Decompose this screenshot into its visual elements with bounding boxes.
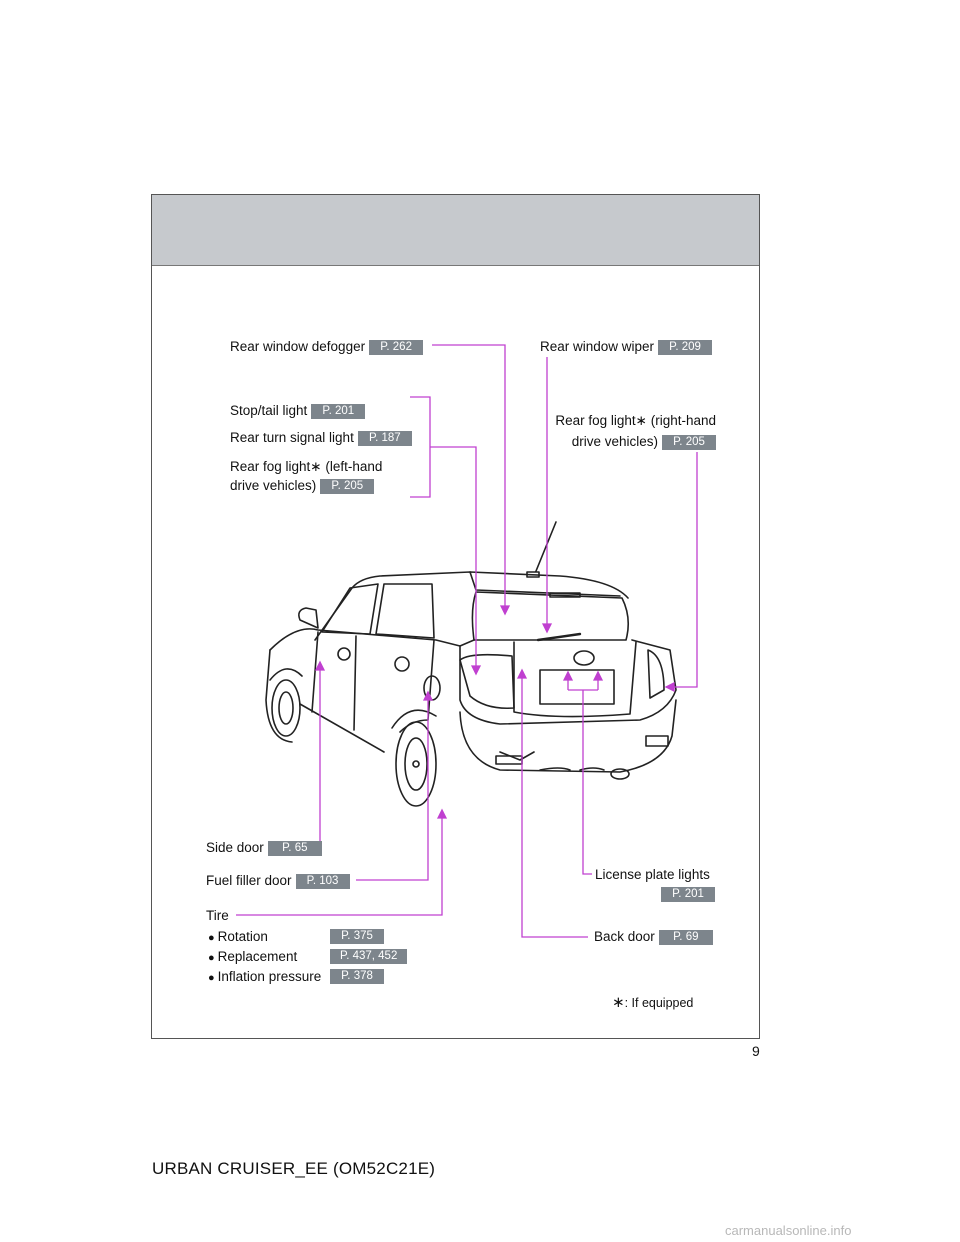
label-text: Back door: [594, 929, 655, 944]
label-text: Rear fog light: [230, 459, 311, 474]
asterisk-mark: ∗: [310, 459, 322, 474]
page-ref-tag[interactable]: P. 103: [295, 873, 350, 889]
label-text: Tire: [206, 908, 229, 923]
page-ref-tag-license-plate[interactable]: P. 201: [661, 887, 715, 902]
label-text: drive vehicles): [230, 478, 317, 493]
asterisk-mark: ∗: [635, 413, 647, 428]
page-ref-tag[interactable]: P. 187: [357, 430, 412, 446]
content-frame: [151, 194, 760, 1039]
bullet-icon: ●: [208, 932, 215, 944]
page-ref-tag[interactable]: P. 205: [662, 434, 716, 450]
page-ref-tag[interactable]: P. 262: [369, 339, 424, 355]
label-tire: Tire: [206, 908, 229, 924]
bullet-icon: ●: [208, 972, 215, 984]
footnote-text: : If equipped: [624, 996, 694, 1010]
footnote-if-equipped: ∗: If equipped: [612, 995, 693, 1011]
label-text: Replacement: [217, 949, 298, 964]
page-ref-tag-replacement[interactable]: P. 437, 452: [330, 949, 408, 964]
label-text: Rear window defogger: [230, 339, 366, 354]
label-text: License plate lights: [595, 867, 710, 882]
car-rear-three-quarter-view: [265, 521, 677, 807]
label-text: Rear window wiper: [540, 339, 655, 354]
label-text: drive vehicles): [571, 434, 658, 449]
frame-header-bar: [152, 195, 759, 266]
label-text: Side door: [206, 840, 264, 855]
label-text: Fuel filler door: [206, 873, 292, 888]
bullet-icon: ●: [208, 952, 215, 964]
asterisk-mark: ∗: [612, 994, 625, 1011]
page-ref-tag[interactable]: P. 69: [658, 929, 713, 945]
tire-item-rotation: ●Rotation: [208, 929, 268, 946]
page-ref-tag[interactable]: P. 205: [320, 478, 375, 494]
label-text: (right-hand: [646, 413, 716, 428]
label-text: Rear fog light: [555, 413, 636, 428]
label-text: Rotation: [217, 929, 268, 944]
label-rear-fog-light-right-hand: Rear fog light∗ (right-hand drive vehicl…: [551, 410, 716, 452]
watermark[interactable]: carmanualsonline.info: [725, 1223, 852, 1238]
footer-manual-id: URBAN CRUISER_EE (OM52C21E): [152, 1159, 436, 1178]
page-number: 9: [752, 1043, 760, 1059]
tire-item-replacement: ●Replacement: [208, 949, 297, 966]
page-ref-tag[interactable]: P. 201: [311, 403, 366, 419]
label-rear-fog-light-left-hand: Rear fog light∗ (left-hand drive vehicle…: [230, 457, 382, 495]
label-text: Stop/tail light: [230, 403, 308, 418]
tire-item-inflation-pressure: ●Inflation pressure: [208, 969, 321, 986]
page-ref-tag-inflation-pressure[interactable]: P. 378: [330, 969, 384, 984]
page-ref-tag[interactable]: P. 209: [658, 339, 713, 355]
label-text: Inflation pressure: [217, 969, 322, 984]
leader-lines: [236, 344, 698, 938]
page-ref-tag[interactable]: P. 65: [267, 840, 322, 856]
page-ref-tag-rotation[interactable]: P. 375: [330, 929, 384, 944]
label-text: (left-hand: [321, 459, 383, 474]
label-license-plate-lights: License plate lights: [595, 867, 710, 883]
label-text: Rear turn signal light: [230, 430, 354, 445]
